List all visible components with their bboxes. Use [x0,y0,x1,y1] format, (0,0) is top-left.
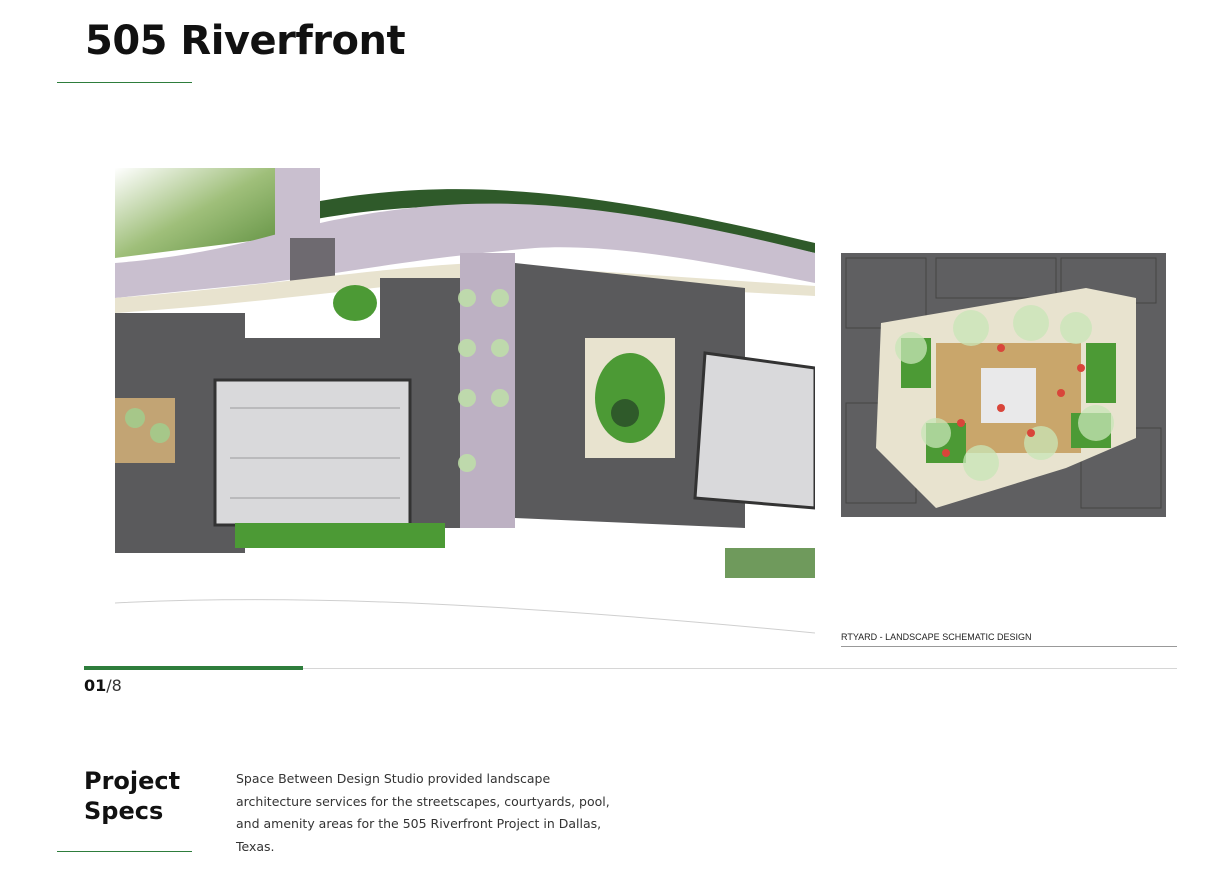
slider-progress-indicator [84,666,303,670]
courtyard-plan-image[interactable] [841,253,1166,517]
page-title: 505 Riverfront [85,18,406,64]
caption-divider [841,646,1177,647]
project-specs-heading: Project Specs [84,767,181,825]
title-underline [57,82,192,83]
side-slide-caption: RTYARD - LANDSCAPE SCHEMATIC DESIGN [841,632,1032,642]
site-plan-image[interactable] [115,168,815,648]
project-description: Space Between Design Studio provided lan… [236,771,610,854]
specs-underline [57,851,192,852]
total-slides-number: 8 [111,676,122,695]
slide-counter: 01/8 [84,676,122,695]
current-slide-number: 01 [84,676,107,695]
slide-counter-separator: / [106,676,112,695]
slider-progress-track [84,668,1177,669]
